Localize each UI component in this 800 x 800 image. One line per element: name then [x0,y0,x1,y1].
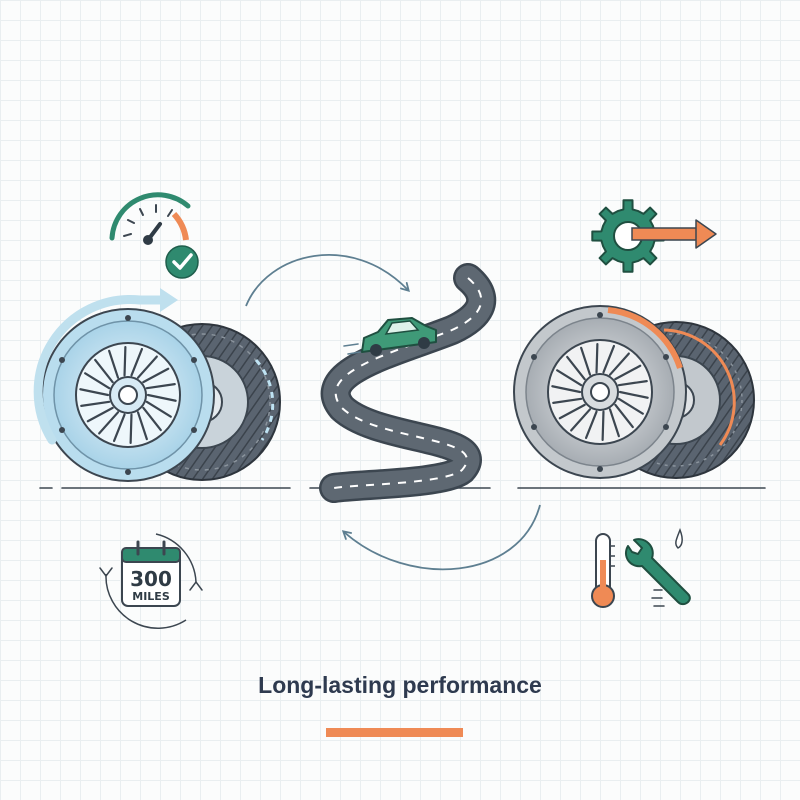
cycle-arrow-top [245,254,410,307]
cycle-arrow-bottom [341,504,541,571]
new-clutch-assembly [33,288,281,482]
calendar-icon: 300 MILES [99,533,203,629]
wrench-icon [624,527,691,607]
mileage-unit: MILES [132,590,170,603]
worn-pressure-plate [513,305,687,479]
thermometer-icon [591,533,615,608]
arrow-right-icon [631,219,717,249]
worn-clutch-assembly [513,305,755,479]
caption-title: Long-lasting performance [258,672,542,698]
new-pressure-plate [41,308,215,482]
gear-icon [591,199,665,273]
winding-road [319,263,497,503]
car-icon [343,317,437,356]
mileage-number: 300 [130,567,172,591]
caption-underline [326,728,463,737]
checkmark-icon [165,245,199,279]
speedometer-icon [109,192,191,245]
new-clutch-motion-arrow [33,294,167,445]
